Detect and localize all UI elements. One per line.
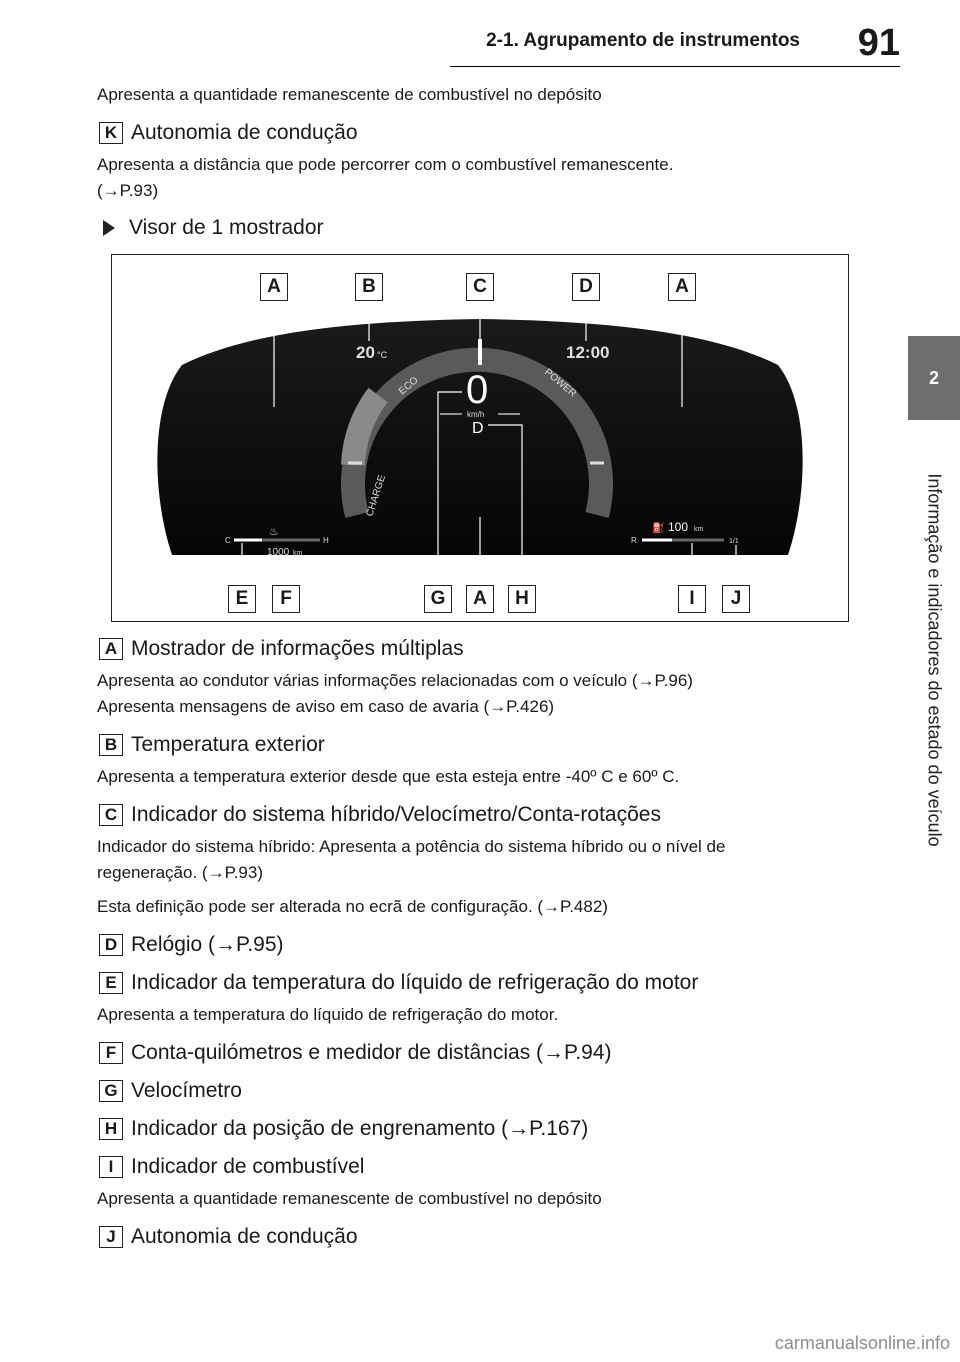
bullet-text: Visor de 1 mostrador (129, 216, 324, 239)
item-letter: G (99, 1080, 123, 1102)
item-title: Indicador do sistema híbrido/Velocímetro… (131, 803, 661, 826)
outside-temperature: 20 (356, 343, 375, 362)
item-letter: B (99, 734, 123, 756)
item-desc: (→P.93) (97, 181, 159, 200)
watermark[interactable]: carmanualsonline.info (774, 1333, 950, 1353)
callout-f: F (272, 585, 300, 613)
leader-line (488, 424, 523, 585)
callout-e: E (228, 585, 256, 613)
speed-unit: km/h (467, 410, 484, 419)
callout-c: C (466, 273, 494, 301)
fuel-reserve-label: R (631, 536, 637, 545)
callout-h: H (508, 585, 536, 613)
fuel-pump-icon: ⛽ (652, 521, 664, 534)
item-desc: Apresenta a temperatura exterior desde q… (97, 767, 680, 786)
item-desc: Apresenta ao condutor várias informações… (97, 671, 693, 690)
item-letter: D (99, 934, 123, 956)
item-desc: Indicador do sistema híbrido: Apresenta … (97, 837, 726, 856)
item-f: F Conta-quilómetros e medidor de distânc… (99, 1040, 867, 1066)
item-letter: J (99, 1226, 123, 1248)
item-i: I Indicador de combustível (99, 1154, 867, 1180)
item-letter: A (99, 638, 123, 660)
item-b: B Temperatura exterior (99, 732, 867, 758)
bullet-heading: Visor de 1 mostrador (103, 216, 867, 240)
callout-g: G (424, 585, 452, 613)
callout-b: B (355, 273, 383, 301)
temperature-unit: °C (377, 350, 388, 360)
item-title: Conta-quilómetros e medidor de distância… (131, 1041, 612, 1064)
item-k: K Autonomia de condução (99, 120, 867, 146)
intro-text: Apresenta a quantidade remanescente de c… (97, 85, 602, 104)
range-unit: km (694, 526, 704, 533)
callout-d: D (572, 273, 600, 301)
odometer-unit: km (293, 550, 303, 557)
gauge-arc-highlight (341, 387, 388, 466)
item-e: E Indicador da temperatura do líquido de… (99, 970, 867, 996)
item-title: Velocímetro (131, 1079, 242, 1102)
triangle-bullet-icon (103, 220, 115, 236)
item-desc: Apresenta a temperatura do líquido de re… (97, 1005, 559, 1024)
header-divider (450, 66, 900, 67)
fuel-full-label: 1/1 (729, 538, 739, 545)
item-letter: F (99, 1042, 123, 1064)
item-title: Temperatura exterior (131, 733, 325, 756)
item-a: A Mostrador de informações múltiplas (99, 636, 867, 662)
item-title: Mostrador de informações múltiplas (131, 637, 464, 660)
callout-i: I (678, 585, 706, 613)
item-d: D Relógio (→P.95) (99, 932, 867, 958)
section-title: 2-1. Agrupamento de instrumentos (486, 30, 800, 51)
coolant-hot-label: H (323, 536, 329, 545)
leader-line (437, 391, 462, 585)
page-number: 91 (857, 22, 900, 64)
callout-a: A (260, 273, 288, 301)
coolant-temperature-icon: ♨ (269, 526, 279, 538)
item-letter: K (99, 122, 123, 144)
item-desc: Esta definição pode ser alterada no ecrã… (97, 897, 608, 916)
item-title: Autonomia de condução (131, 121, 358, 144)
item-letter: E (99, 972, 123, 994)
legend-list: A Mostrador de informações múltiplas Apr… (97, 636, 867, 1250)
item-letter: H (99, 1118, 123, 1140)
odometer-value: 1000 (267, 547, 290, 558)
cluster-illustration: ECO POWER CHARGE 20 °C 12:00 0 km/h D ♨ … (157, 301, 803, 585)
gear-position: D (472, 420, 484, 437)
item-title: Indicador de combustível (131, 1155, 365, 1178)
item-title: Relógio (→P.95) (131, 933, 284, 956)
item-g: G Velocímetro (99, 1078, 867, 1104)
item-title: Autonomia de condução (131, 1225, 358, 1248)
item-desc: Apresenta mensagens de aviso em caso de … (97, 697, 555, 716)
page-content: Apresenta a quantidade remanescente de c… (97, 82, 867, 1256)
item-title: Indicador da posição de engrenamento (→P… (131, 1117, 589, 1140)
chapter-title: Informação e indicadores do estado do ve… (924, 473, 945, 847)
item-desc: regeneração. (→P.93) (97, 863, 264, 882)
speed-value: 0 (466, 368, 488, 412)
clock-display: 12:00 (566, 343, 609, 362)
display-panel (157, 319, 803, 555)
item-desc: Apresenta a distância que pode percorrer… (97, 155, 674, 174)
callout-a: A (668, 273, 696, 301)
item-c: C Indicador do sistema híbrido/Velocímet… (99, 802, 867, 828)
item-title: Indicador da temperatura do líquido de r… (131, 971, 699, 994)
coolant-cold-label: C (225, 536, 231, 545)
item-letter: I (99, 1156, 123, 1178)
item-desc: Apresenta a quantidade remanescente de c… (97, 1189, 602, 1208)
instrument-cluster-figure: ECO POWER CHARGE 20 °C 12:00 0 km/h D ♨ … (111, 254, 849, 622)
item-letter: C (99, 804, 123, 826)
range-value: 100 (668, 520, 688, 534)
callout-a: A (466, 585, 494, 613)
item-h: H Indicador da posição de engrenamento (… (99, 1116, 867, 1142)
item-j: J Autonomia de condução (99, 1224, 867, 1250)
callout-j: J (722, 585, 750, 613)
chapter-tab[interactable]: 2 (908, 336, 960, 420)
